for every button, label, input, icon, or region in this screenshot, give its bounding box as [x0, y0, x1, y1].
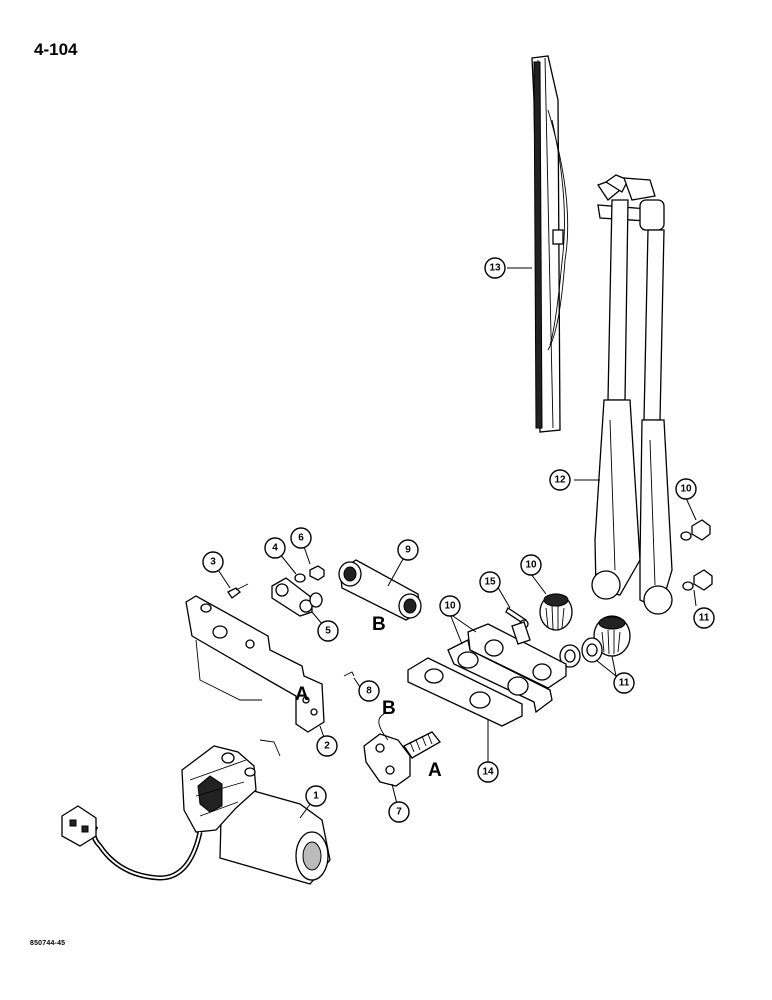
link-9 [338, 559, 422, 621]
ref-letter-b-pivot: B [382, 698, 396, 719]
callout-10-plates: 10 [439, 595, 461, 617]
callout-15: 15 [479, 571, 501, 593]
callout-14-label: 14 [482, 767, 494, 778]
nut-6 [309, 565, 325, 581]
bolt-3 [227, 583, 249, 599]
callout-7: 7 [388, 801, 410, 823]
callout-10-nut-label: 10 [680, 484, 692, 495]
gasket-14 [407, 657, 523, 727]
ref-letter-b-link: B [372, 614, 386, 635]
wiper-motor-1 [181, 739, 331, 885]
arm-nut-10 [680, 519, 711, 541]
callout-5: 5 [317, 620, 339, 642]
callout-11-washers-label: 11 [619, 678, 630, 689]
callout-12-label: 12 [554, 475, 566, 486]
callout-12: 12 [549, 469, 571, 491]
page-number: 4-104 [34, 40, 78, 59]
callout-13-label: 13 [489, 263, 501, 274]
callout-4: 4 [264, 537, 286, 559]
callout-2: 2 [316, 735, 338, 757]
callout-3: 3 [202, 551, 224, 573]
pin-8 [343, 671, 355, 677]
callout-14: 14 [477, 761, 499, 783]
callout-8-label: 8 [366, 686, 372, 697]
figure-code: 850744-45 [30, 940, 66, 947]
callout-1: 1 [305, 785, 327, 807]
callout-1-label: 1 [313, 791, 319, 802]
spacer-plates-10 [447, 621, 567, 714]
washer-4 [294, 573, 306, 583]
callout-9: 9 [397, 539, 419, 561]
callout-13: 13 [484, 257, 506, 279]
callout-6: 6 [290, 527, 312, 549]
pivot-shaft-7 [363, 713, 441, 787]
callout-7-label: 7 [396, 807, 402, 818]
callout-10-grommet: 10 [520, 554, 542, 576]
callout-10-grommet-label: 10 [525, 560, 537, 571]
callout-3-label: 3 [210, 557, 216, 568]
callout-5-label: 5 [325, 626, 331, 637]
crank-5 [271, 577, 323, 617]
callout-10-plates-label: 10 [444, 601, 456, 612]
wiper-blade-13 [531, 55, 569, 433]
callout-15-label: 15 [484, 577, 496, 588]
callout-8: 8 [358, 680, 380, 702]
ref-letter-a-pivot: A [428, 760, 442, 781]
arm-nut-11 [682, 569, 713, 591]
callout-11-washers: 11 [613, 672, 635, 694]
motor-harness [61, 805, 203, 881]
mounting-bracket-2 [185, 595, 325, 733]
grommet-10 [539, 593, 573, 631]
ref-letter-a-bracket: A [295, 684, 309, 705]
callout-11-nut: 11 [693, 607, 715, 629]
callout-11-nut-label: 11 [699, 613, 710, 624]
callout-6-label: 6 [298, 533, 304, 544]
callout-9-label: 9 [405, 545, 411, 556]
grommet-11 [593, 615, 631, 657]
callout-2-label: 2 [324, 741, 330, 752]
callout-4-label: 4 [272, 543, 278, 554]
wiper-arm-12 [591, 174, 673, 615]
callout-10-nut: 10 [675, 478, 697, 500]
washer-11 [559, 637, 603, 668]
